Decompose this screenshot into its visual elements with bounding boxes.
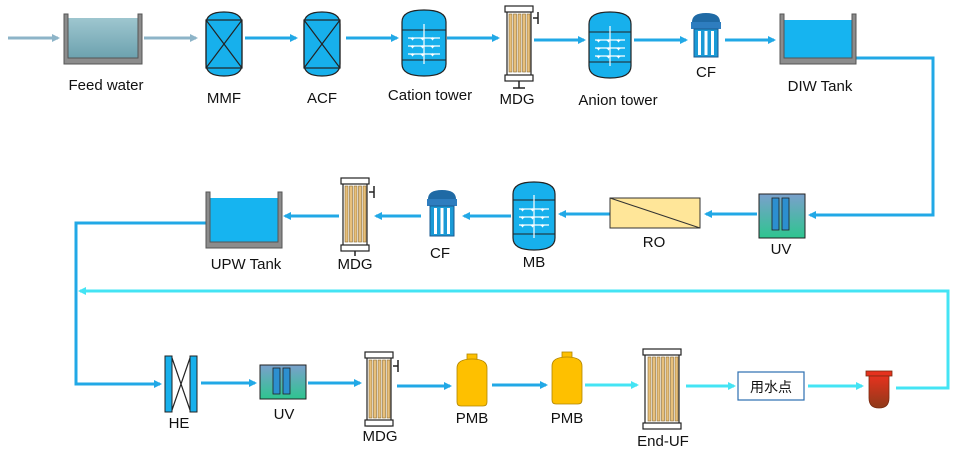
pipe-upw-he bbox=[74, 221, 206, 388]
pmb-vessel-1 bbox=[456, 353, 488, 407]
pmb-vessel-2 bbox=[551, 351, 583, 405]
mmf-vessel bbox=[205, 11, 243, 77]
use-point-box bbox=[737, 371, 805, 401]
svg-text:✦: ✦ bbox=[410, 36, 415, 43]
label-cf-1: CF bbox=[696, 64, 716, 81]
label-feed-water: Feed water bbox=[68, 77, 144, 94]
diw-tank bbox=[779, 13, 857, 65]
svg-text:✦: ✦ bbox=[420, 36, 425, 43]
feed-water-tank bbox=[63, 13, 143, 65]
label-mdg-2: MDG bbox=[337, 256, 373, 273]
pipe-diw-uv bbox=[808, 56, 935, 219]
label-uv-2: UV bbox=[273, 406, 295, 423]
svg-text:✦: ✦ bbox=[410, 52, 415, 59]
svg-text:✦: ✦ bbox=[430, 36, 435, 43]
svg-text:✦: ✦ bbox=[530, 215, 535, 222]
label-uv-1: UV bbox=[770, 241, 792, 258]
label-anion-tower: Anion tower bbox=[578, 92, 658, 109]
svg-text:✦: ✦ bbox=[596, 46, 601, 53]
uv-unit-2 bbox=[259, 364, 307, 400]
svg-text:✦: ✦ bbox=[430, 44, 435, 51]
uv-unit-1 bbox=[758, 193, 806, 239]
svg-text:✦: ✦ bbox=[596, 54, 601, 61]
svg-text:✦: ✦ bbox=[530, 207, 535, 214]
svg-text:✦: ✦ bbox=[520, 215, 525, 222]
label-pmb-1: PMB bbox=[455, 410, 489, 427]
cation-tower-vessel: ✦✦✦ ✦✦✦ ✦✦✦ bbox=[401, 9, 447, 77]
label-upw-tank: UPW Tank bbox=[210, 256, 282, 273]
svg-text:✦: ✦ bbox=[420, 52, 425, 59]
svg-text:✦: ✦ bbox=[540, 215, 545, 222]
pipe-return-loop bbox=[78, 287, 950, 390]
label-cf-2: CF bbox=[430, 245, 450, 262]
label-mmf: MMF bbox=[206, 90, 242, 107]
label-mdg-3: MDG bbox=[362, 428, 398, 445]
use-point-label: 用水点 bbox=[750, 379, 792, 395]
svg-text:✦: ✦ bbox=[596, 38, 601, 45]
heat-exchanger bbox=[164, 355, 198, 413]
svg-text:✦: ✦ bbox=[606, 38, 611, 45]
cf-filter-1 bbox=[691, 13, 721, 58]
svg-text:✦: ✦ bbox=[606, 54, 611, 61]
label-mdg-1: MDG bbox=[499, 91, 535, 108]
svg-text:✦: ✦ bbox=[616, 38, 621, 45]
label-end-uf: End-UF bbox=[637, 433, 689, 450]
anion-tower-vessel: ✦✦✦ ✦✦✦ ✦✦✦ bbox=[588, 11, 632, 79]
svg-text:✦: ✦ bbox=[520, 223, 525, 230]
svg-text:✦: ✦ bbox=[520, 207, 525, 214]
end-uf-module bbox=[642, 348, 682, 430]
pipes bbox=[8, 34, 950, 390]
svg-text:✦: ✦ bbox=[616, 54, 621, 61]
mdg-module-1 bbox=[504, 5, 539, 89]
svg-text:✦: ✦ bbox=[540, 223, 545, 230]
mdg-module-2 bbox=[340, 177, 375, 256]
acf-vessel bbox=[303, 11, 341, 77]
svg-text:✦: ✦ bbox=[616, 46, 621, 53]
label-acf: ACF bbox=[307, 90, 337, 107]
svg-text:✦: ✦ bbox=[530, 223, 535, 230]
upw-tank bbox=[205, 191, 283, 249]
svg-text:✦: ✦ bbox=[420, 44, 425, 51]
label-pmb-2: PMB bbox=[550, 410, 584, 427]
label-ro: RO bbox=[642, 234, 666, 251]
mdg-module-3 bbox=[364, 351, 399, 427]
label-he: HE bbox=[168, 415, 190, 432]
ro-membrane bbox=[609, 197, 701, 229]
label-mb: MB bbox=[522, 254, 546, 271]
mb-vessel: ✦✦✦ ✦✦✦ ✦✦✦ bbox=[512, 181, 556, 251]
label-diw-tank: DIW Tank bbox=[787, 78, 853, 95]
svg-text:✦: ✦ bbox=[430, 52, 435, 59]
svg-text:✦: ✦ bbox=[606, 46, 611, 53]
cf-filter-2 bbox=[427, 190, 457, 237]
label-cation-tower: Cation tower bbox=[387, 87, 473, 104]
return-tank bbox=[865, 370, 893, 409]
svg-text:✦: ✦ bbox=[540, 207, 545, 214]
svg-text:✦: ✦ bbox=[410, 44, 415, 51]
